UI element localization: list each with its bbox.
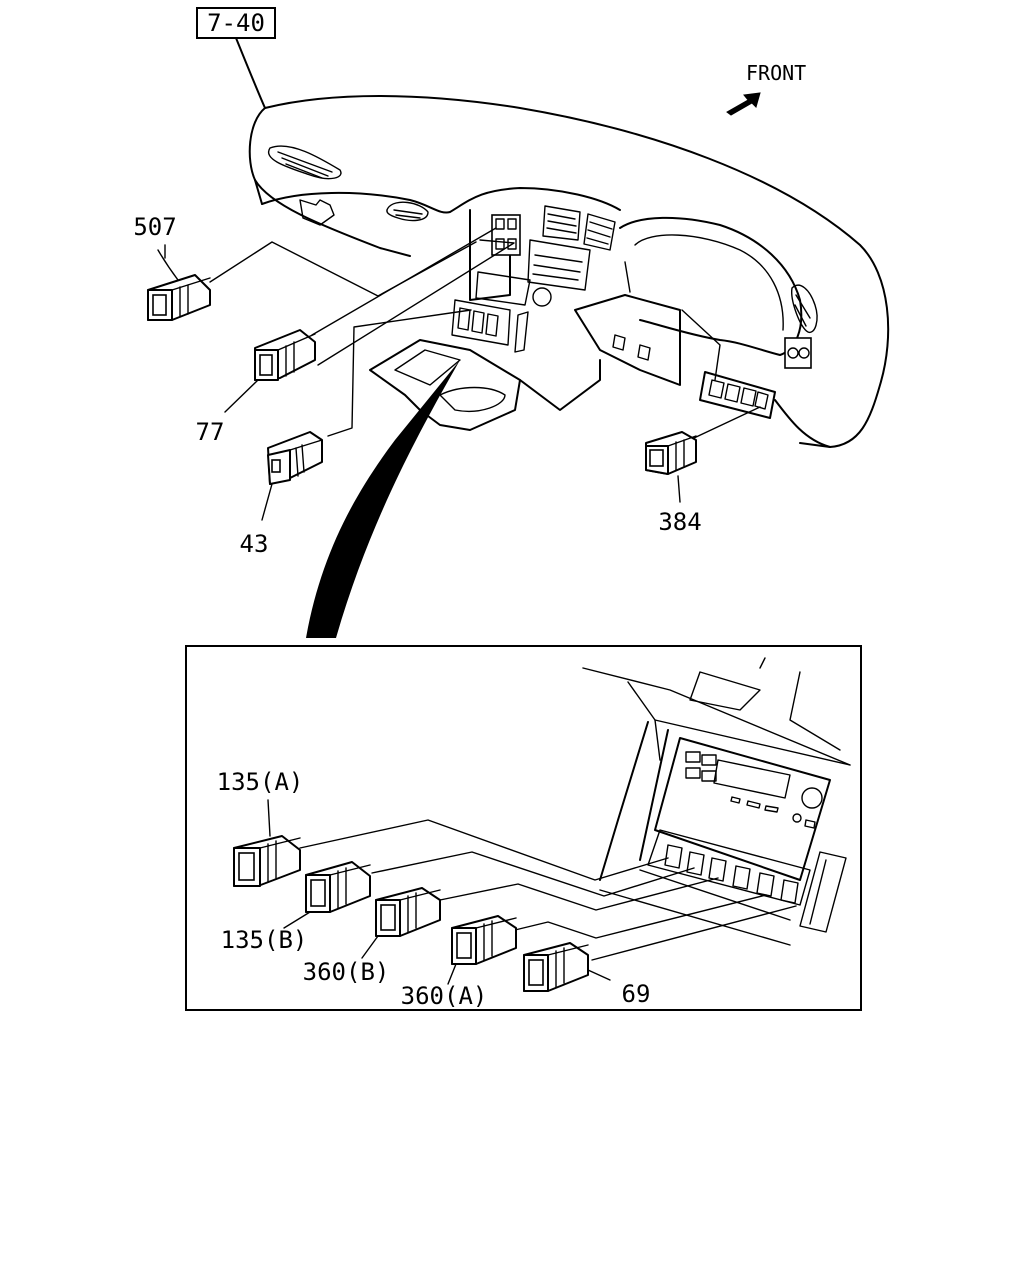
switch-360b: 360(B)	[303, 887, 441, 986]
label-360a: 360(A)	[401, 982, 488, 1010]
label-77: 77	[196, 418, 225, 446]
label-135a: 135(A)	[217, 768, 304, 796]
label-135b: 135(B)	[221, 926, 308, 954]
leader-lines	[209, 227, 761, 439]
reference-label: 7-40	[207, 9, 265, 37]
switch-507: 507	[133, 213, 211, 321]
label-69: 69	[622, 980, 651, 1008]
switch-384: 384	[645, 431, 702, 536]
front-label: FRONT	[746, 61, 806, 85]
label-43: 43	[240, 530, 269, 558]
dashboard-illustration	[248, 95, 890, 448]
front-arrow-icon	[726, 92, 761, 116]
label-384: 384	[658, 508, 701, 536]
switch-43: 43	[240, 431, 323, 558]
detail-console	[582, 657, 851, 946]
detail-callout-pointer	[306, 360, 460, 638]
switch-69: 69	[523, 942, 651, 1008]
detail-leader-lines	[299, 819, 797, 961]
label-507: 507	[133, 213, 176, 241]
switch-135b: 135(B)	[221, 861, 371, 954]
detail-box: 135(A) 135(B) 360(B) 360(A)	[185, 645, 862, 1011]
switch-360a: 360(A)	[401, 915, 517, 1010]
reference-box: 7-40	[196, 7, 276, 109]
front-indicator: FRONT	[726, 61, 806, 116]
label-360b: 360(B)	[303, 958, 390, 986]
switch-77: 77	[196, 329, 316, 446]
switch-135a: 135(A)	[217, 768, 304, 887]
